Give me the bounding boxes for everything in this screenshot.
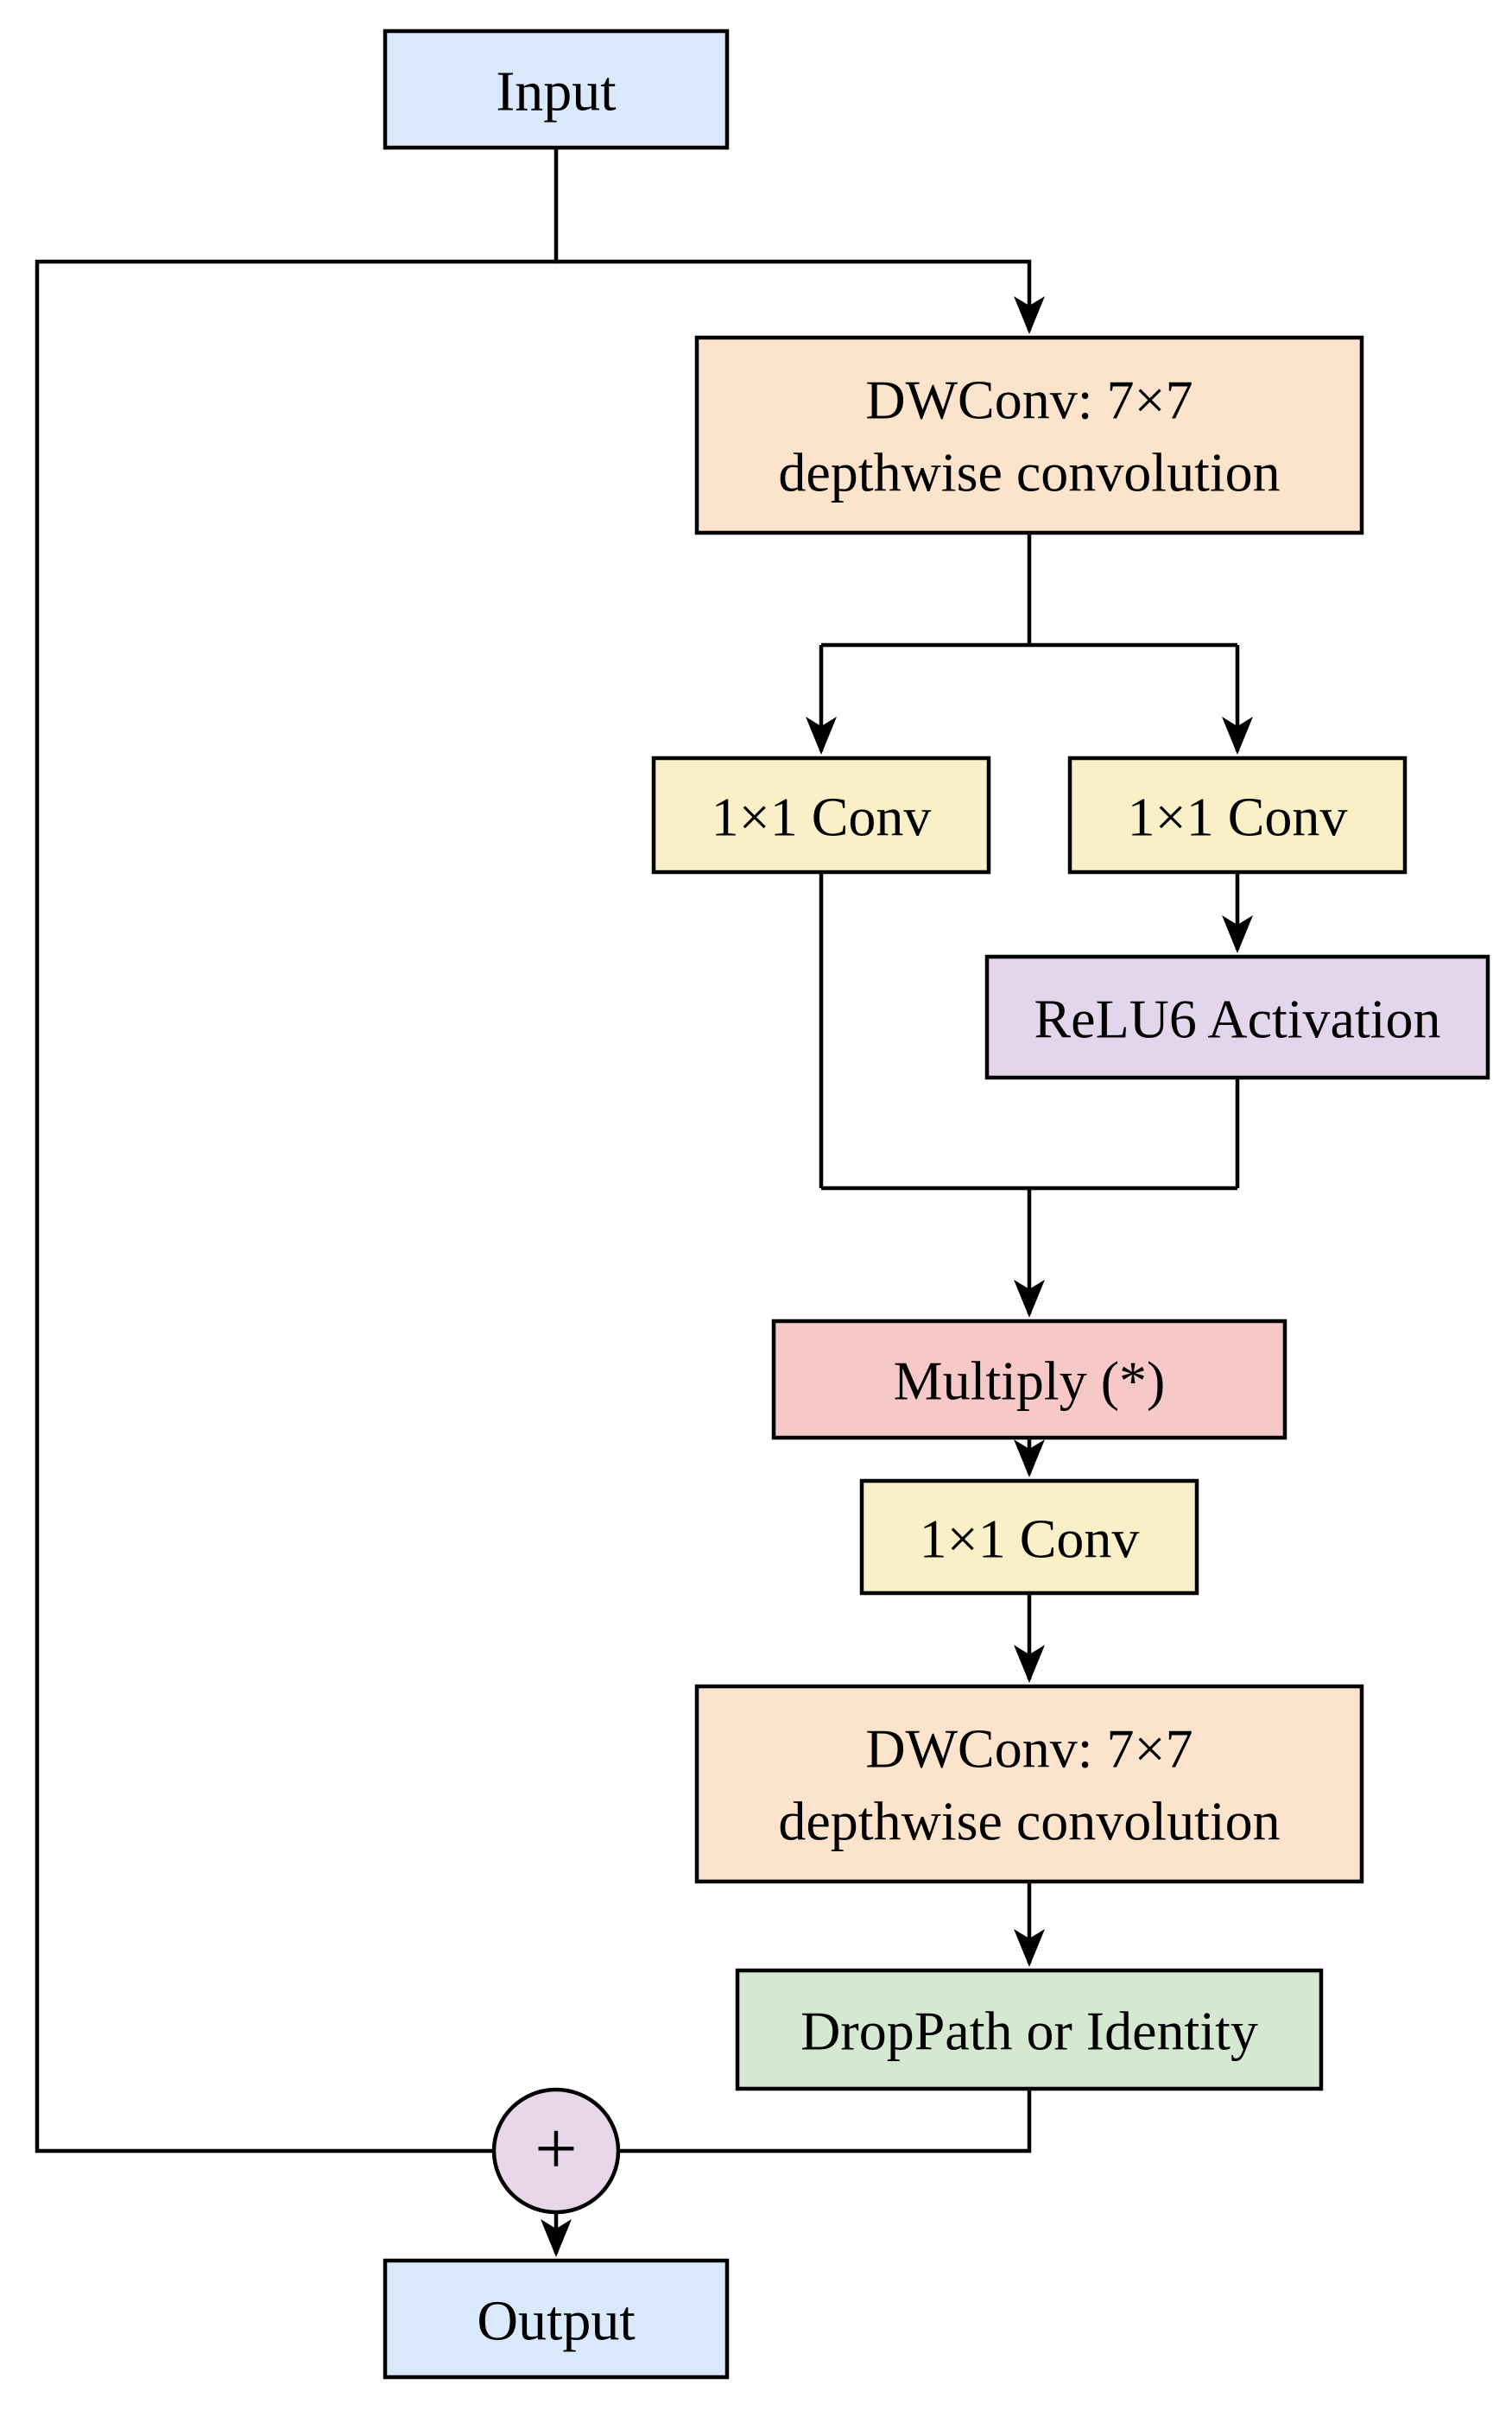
node-dwconv2: DWConv: 7×7 depthwise convolution xyxy=(694,1684,1364,1884)
dwconv1-label-line2: depthwise convolution xyxy=(778,442,1280,503)
input-box xyxy=(383,28,730,150)
edge-input-to-add-skip xyxy=(35,148,559,2154)
dwconv1-label-line1: DWConv: 7×7 xyxy=(865,370,1193,431)
conv1x1-mid-label: 1×1 Conv xyxy=(920,1508,1140,1570)
node-conv1x1-right: 1×1 Conv xyxy=(1067,756,1408,875)
conv1x1-left-label: 1×1 Conv xyxy=(712,787,932,848)
node-multiply: Multiply (*) xyxy=(771,1319,1287,1440)
conv1x1-left-box xyxy=(651,756,991,875)
conv1x1-mid-box xyxy=(859,1478,1199,1596)
dwconv2-label-line1: DWConv: 7×7 xyxy=(865,1718,1193,1780)
dwconv2-label-line2: depthwise convolution xyxy=(778,1791,1280,1852)
node-conv1x1-left: 1×1 Conv xyxy=(651,756,991,875)
node-input: Input xyxy=(383,28,730,150)
droppath-box xyxy=(735,1968,1324,2091)
node-output: Output xyxy=(383,2258,730,2380)
output-box xyxy=(383,2258,730,2380)
node-dwconv1: DWConv: 7×7 depthwise convolution xyxy=(694,335,1364,535)
multiply-box xyxy=(771,1319,1287,1440)
droppath-label: DropPath or Identity xyxy=(800,2001,1258,2062)
dwconv2-box xyxy=(694,1684,1364,1884)
edge-input-to-dwconv1 xyxy=(556,259,1045,334)
dwconv1-box xyxy=(694,335,1364,535)
output-label: Output xyxy=(477,2290,635,2353)
edge-droppath-to-add xyxy=(620,2089,1032,2154)
input-label: Input xyxy=(496,60,616,123)
relu6-label: ReLU6 Activation xyxy=(1034,989,1440,1050)
conv1x1-right-box xyxy=(1067,756,1408,875)
add-circle xyxy=(491,2087,621,2215)
add-plus-label: + xyxy=(535,2108,578,2191)
conv1x1-right-label: 1×1 Conv xyxy=(1128,787,1348,848)
node-relu6: ReLU6 Activation xyxy=(984,954,1490,1080)
multiply-label: Multiply (*) xyxy=(894,1350,1166,1412)
node-conv1x1-mid: 1×1 Conv xyxy=(859,1478,1199,1596)
node-add: + xyxy=(491,2087,621,2215)
node-droppath: DropPath or Identity xyxy=(735,1968,1324,2091)
relu6-box xyxy=(984,954,1490,1080)
